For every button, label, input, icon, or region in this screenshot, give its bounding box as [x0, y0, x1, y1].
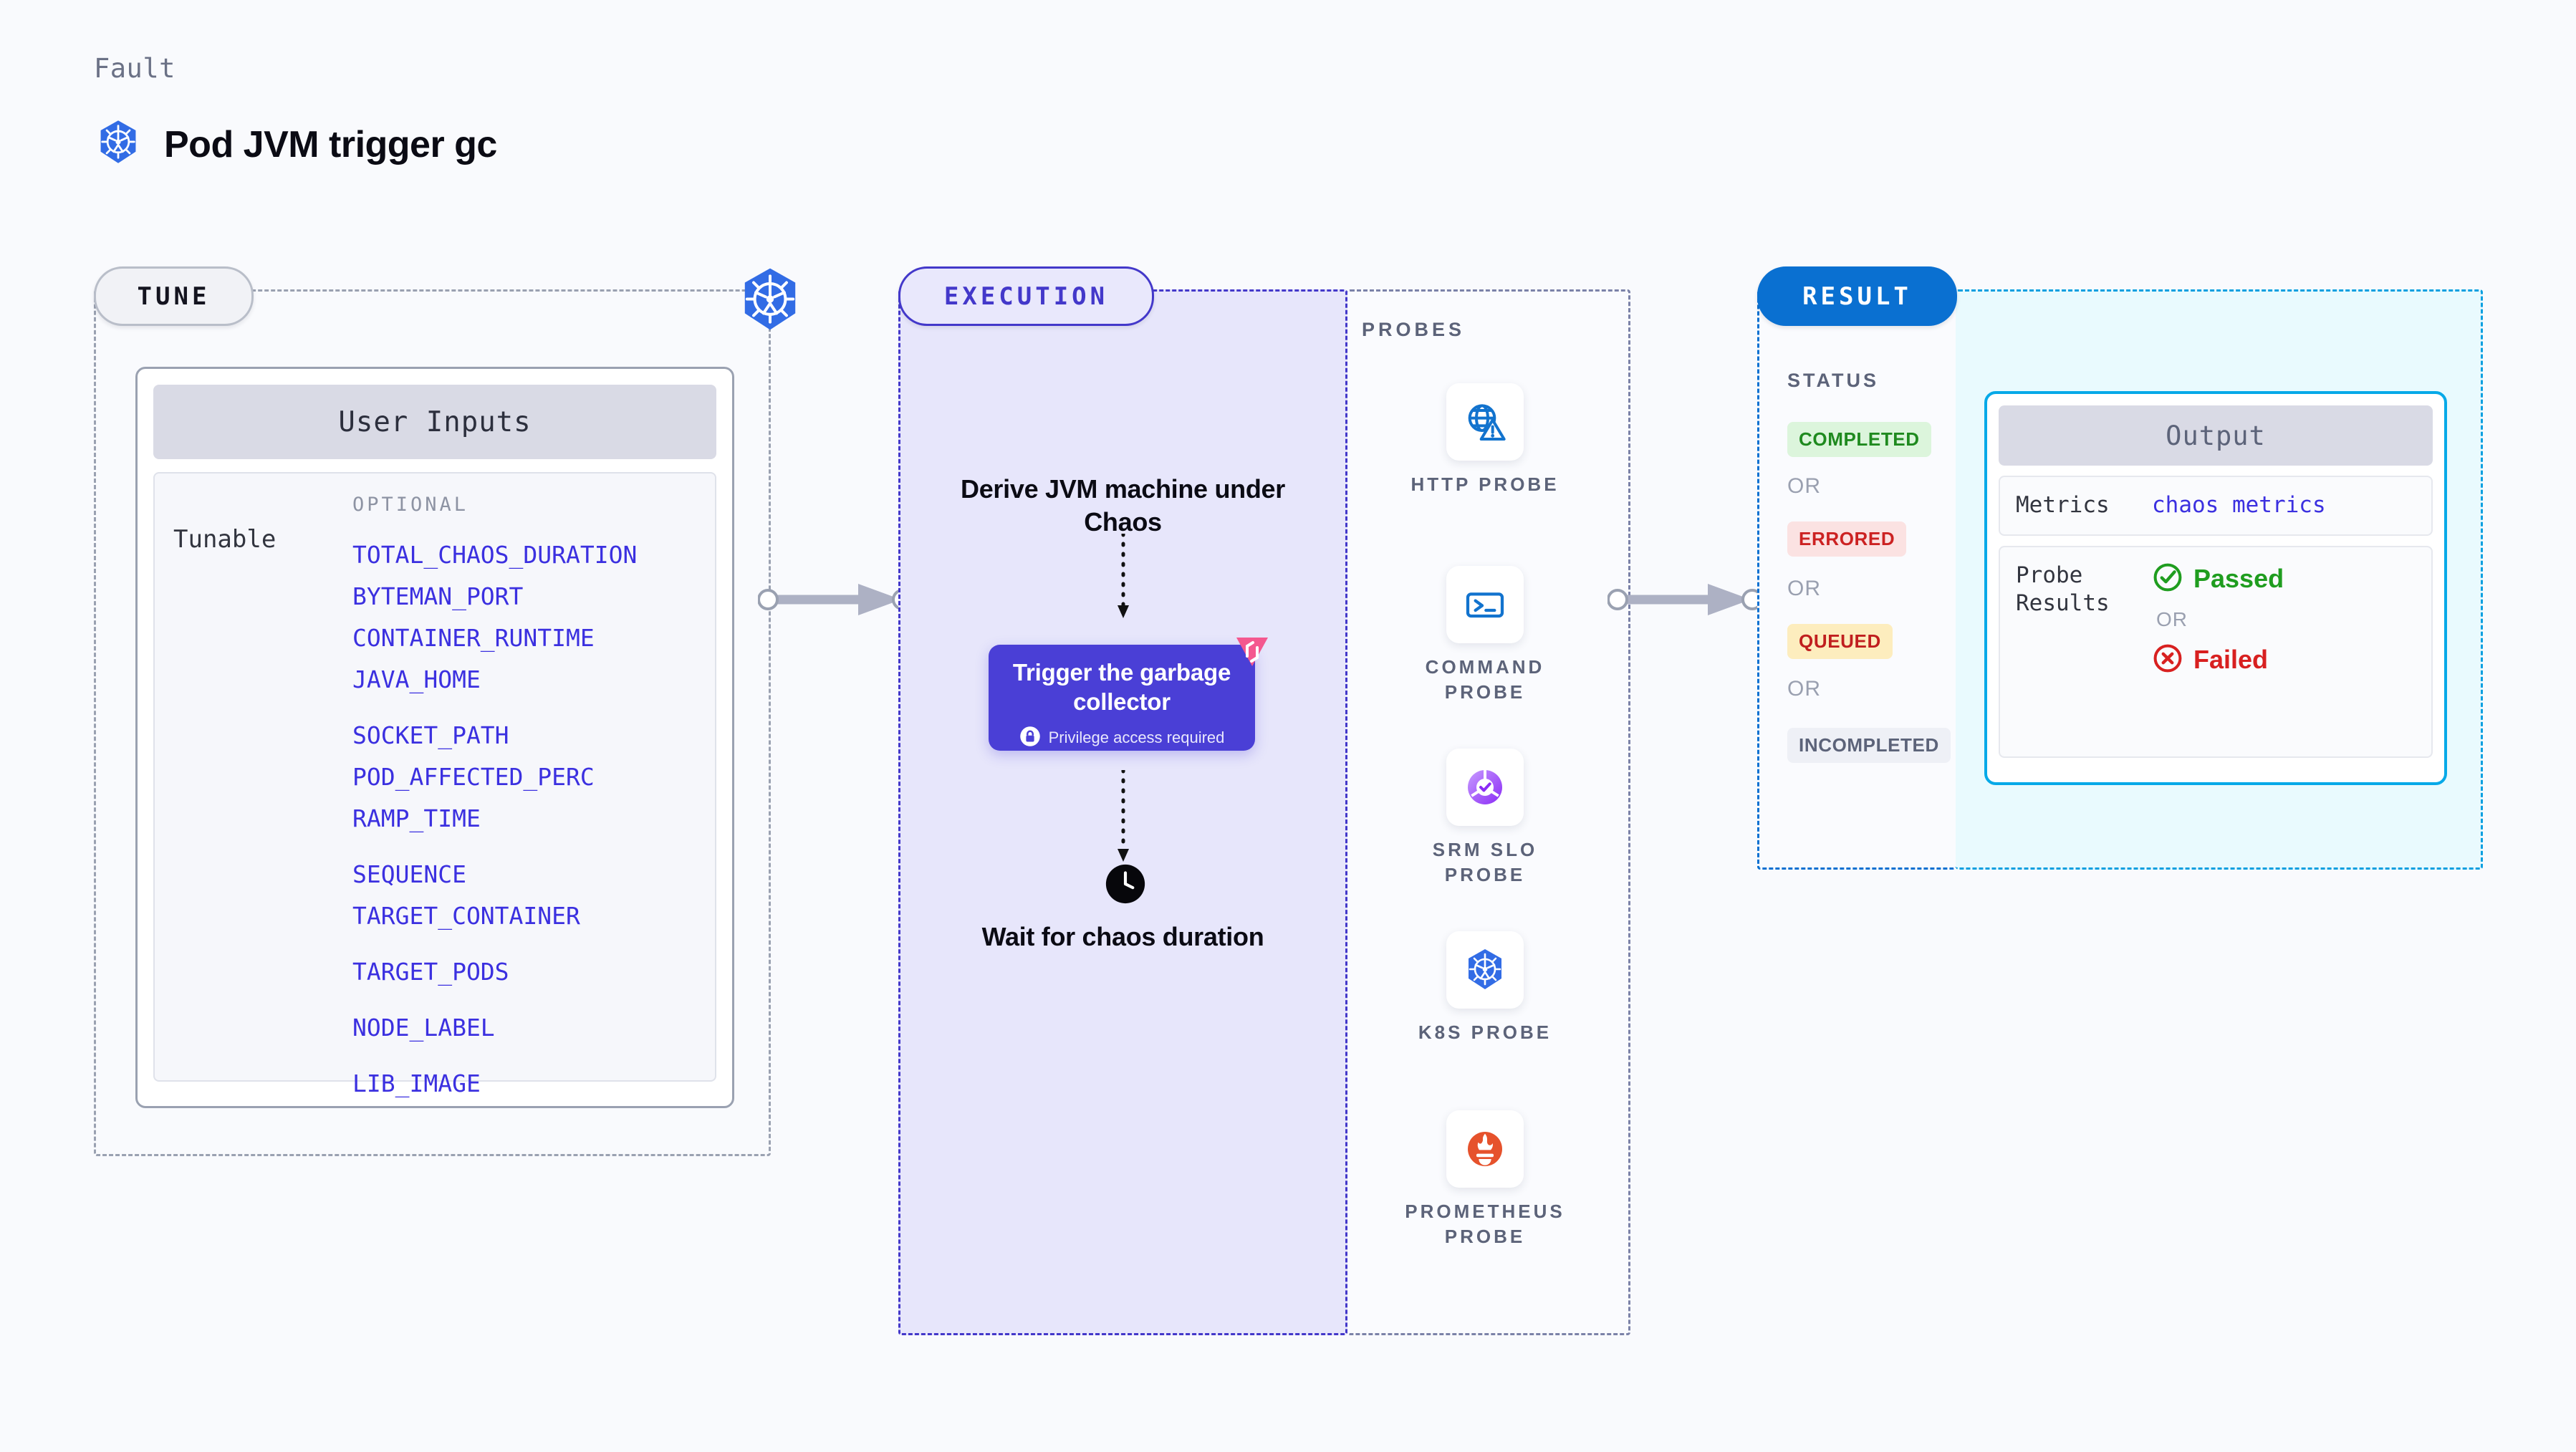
kubernetes-icon: [1446, 931, 1524, 1009]
dotted-arrow-down-icon: [1118, 532, 1132, 620]
probe-results-values: Passed OR Failed: [2152, 562, 2284, 742]
list-item[interactable]: SOCKET_PATH: [352, 721, 509, 749]
prometheus-icon: [1446, 1110, 1524, 1188]
output-metrics-value[interactable]: chaos metrics: [2152, 492, 2326, 518]
probe-result-failed: Failed: [2152, 643, 2284, 678]
probe-item-srm-slo[interactable]: SRM SLO PROBE: [1395, 749, 1575, 888]
probes-section-label: PROBES: [1362, 319, 1466, 340]
list-item[interactable]: LIB_IMAGE: [352, 1069, 481, 1097]
list-item[interactable]: TARGET_CONTAINER: [352, 902, 580, 930]
probe-item-command[interactable]: COMMAND PROBE: [1395, 566, 1575, 705]
user-inputs-body: Tunable OPTIONAL TOTAL_CHAOS_DURATION BY…: [153, 472, 716, 1097]
privilege-note-label: Privilege access required: [1048, 729, 1225, 746]
fault-title-row: Pod JVM trigger gc: [94, 118, 497, 170]
fault-eyebrow-label: Fault: [94, 53, 176, 84]
result-stage-pill[interactable]: RESULT: [1757, 266, 1957, 326]
clock-icon: [1103, 862, 1148, 906]
output-metrics-row: Metrics chaos metrics: [1999, 476, 2433, 536]
list-item[interactable]: BYTEMAN_PORT: [352, 582, 524, 610]
tune-stage-pill[interactable]: TUNE: [94, 266, 254, 326]
output-card: Output Metrics chaos metrics Probe Resul…: [1984, 391, 2447, 785]
list-item[interactable]: CONTAINER_RUNTIME: [352, 624, 595, 652]
page-title: Pod JVM trigger gc: [164, 123, 497, 165]
list-item[interactable]: RAMP_TIME: [352, 804, 481, 832]
kubernetes-icon: [735, 265, 805, 335]
list-item[interactable]: TOTAL_CHAOS_DURATION: [352, 541, 638, 569]
or-separator: OR: [1787, 474, 1821, 498]
connector-execution-to-result: [1607, 578, 1763, 621]
connector-tune-to-execution: [757, 578, 913, 621]
probe-label: SRM SLO PROBE: [1432, 839, 1538, 886]
chaos-badge-icon: [1234, 633, 1271, 670]
tunable-list: OPTIONAL TOTAL_CHAOS_DURATION BYTEMAN_PO…: [352, 494, 696, 1097]
status-badge: INCOMPLETED: [1787, 728, 1951, 763]
output-probe-results-row: Probe Results Passed OR: [1999, 545, 2433, 758]
slo-donut-check-icon: [1446, 749, 1524, 826]
output-metrics-key: Metrics: [2016, 492, 2110, 518]
x-circle-icon: [2152, 643, 2183, 678]
list-item[interactable]: JAVA_HOME: [352, 665, 481, 693]
output-probe-results-key: Probe Results: [2016, 562, 2110, 617]
probe-passed-label: Passed: [2193, 564, 2284, 594]
status-badge: ERRORED: [1787, 521, 1907, 557]
user-inputs-card: User Inputs Tunable OPTIONAL TOTAL_CHAOS…: [135, 367, 734, 1108]
dotted-arrow-down-icon: [1118, 768, 1132, 863]
probe-label: HTTP PROBE: [1410, 473, 1559, 495]
probe-item-http[interactable]: HTTP PROBE: [1395, 383, 1575, 497]
terminal-icon: [1446, 566, 1524, 643]
list-item[interactable]: SEQUENCE: [352, 860, 466, 888]
probe-item-k8s[interactable]: K8S PROBE: [1395, 931, 1575, 1045]
or-separator: OR: [1787, 577, 1821, 600]
execution-stage-pill[interactable]: EXECUTION: [898, 266, 1154, 326]
probe-label: PROMETHEUS PROBE: [1405, 1201, 1565, 1248]
tunable-group-label: Tunable: [173, 525, 277, 554]
output-title: Output: [1999, 405, 2433, 466]
kubernetes-icon: [94, 118, 143, 170]
check-circle-icon: [2152, 562, 2183, 597]
probe-item-prometheus[interactable]: PROMETHEUS PROBE: [1395, 1110, 1575, 1249]
execution-action-card[interactable]: Trigger the garbage collector Privilege …: [989, 645, 1255, 751]
status-badge: QUEUED: [1787, 624, 1893, 659]
optional-label: OPTIONAL: [352, 494, 469, 516]
lock-icon: [1019, 726, 1041, 751]
list-item[interactable]: POD_AFFECTED_PERC: [352, 763, 595, 791]
user-inputs-title: User Inputs: [153, 385, 716, 459]
status-section-label: STATUS: [1787, 370, 1879, 391]
probe-failed-label: Failed: [2193, 645, 2269, 675]
probe-result-passed: Passed: [2152, 562, 2284, 597]
status-badge: COMPLETED: [1787, 422, 1931, 457]
or-separator: OR: [2156, 607, 2188, 630]
execution-action-title: Trigger the garbage collector: [1012, 659, 1231, 716]
probe-label: COMMAND PROBE: [1425, 656, 1545, 703]
execution-step-2-label: Wait for chaos duration: [981, 922, 1264, 951]
globe-warning-icon: [1446, 383, 1524, 461]
privilege-note-row: Privilege access required: [989, 726, 1255, 751]
probe-label: K8S PROBE: [1418, 1021, 1552, 1043]
or-separator: OR: [1787, 677, 1821, 701]
result-stage-box: [1757, 289, 1956, 870]
list-item[interactable]: TARGET_PODS: [352, 958, 509, 986]
execution-step-1-label: Derive JVM machine under Chaos: [961, 474, 1285, 537]
tune-stage-box: [94, 289, 771, 1156]
list-item[interactable]: NODE_LABEL: [352, 1014, 495, 1042]
